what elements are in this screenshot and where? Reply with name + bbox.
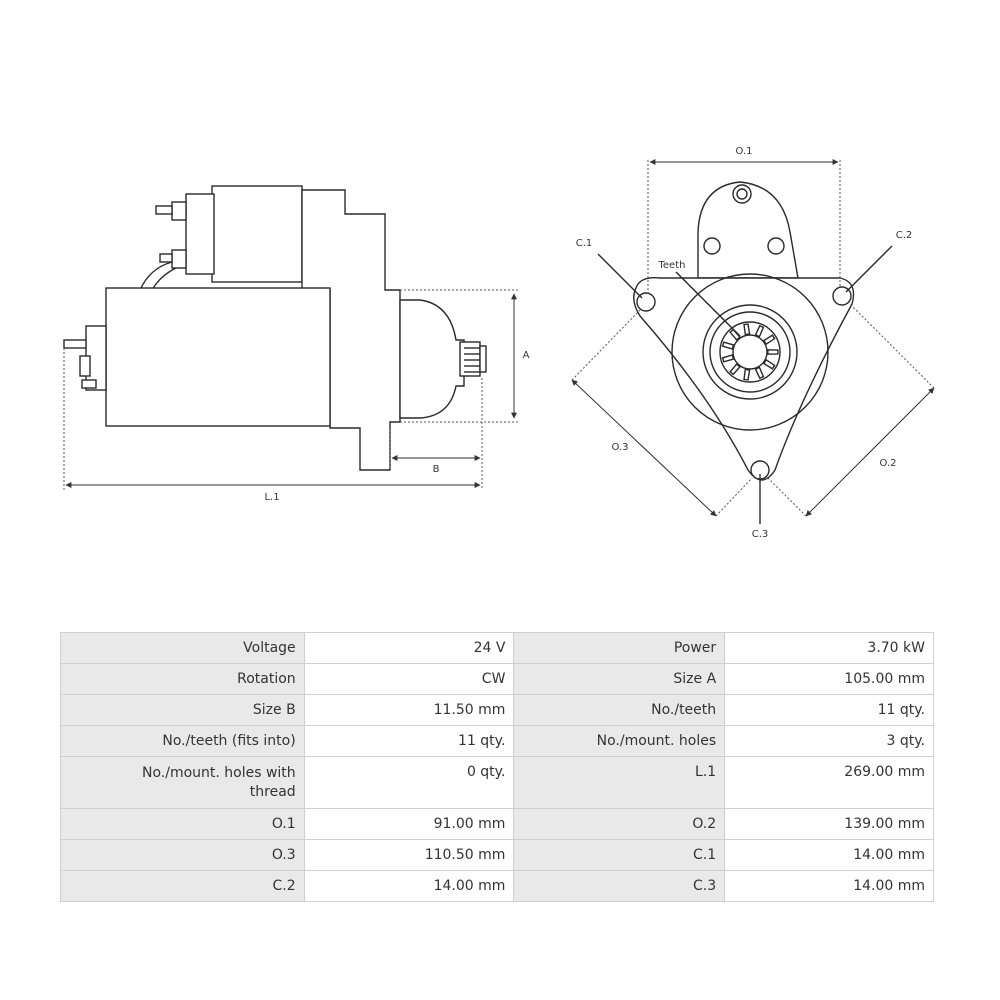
spec-value: 11 qty. bbox=[724, 694, 934, 726]
spec-label: No./mount. holes with thread bbox=[60, 756, 305, 809]
technical-drawing: A B L.1 O.1 bbox=[63, 146, 935, 540]
gear-tooth bbox=[767, 349, 779, 355]
spec-row: No./teeth (fits into)11 qty.No./mount. h… bbox=[60, 725, 934, 757]
spec-label: Rotation bbox=[60, 663, 305, 695]
label-b: B bbox=[433, 464, 440, 475]
label-l1: L.1 bbox=[264, 492, 279, 503]
label-teeth: Teeth bbox=[658, 260, 686, 271]
front-dimensions: O.1 O.3 O.2 C.1 C.2 C.3 Teeth bbox=[571, 146, 935, 540]
spec-label: Power bbox=[513, 632, 726, 664]
spec-label: Size B bbox=[60, 694, 305, 726]
spec-label: C.1 bbox=[513, 839, 726, 871]
gear-tooth bbox=[762, 358, 776, 370]
spec-label: C.3 bbox=[513, 870, 726, 902]
label-o1: O.1 bbox=[735, 146, 752, 157]
gear-tooth bbox=[762, 334, 776, 346]
gear-teeth bbox=[721, 323, 779, 381]
spec-label: Voltage bbox=[60, 632, 305, 664]
spec-value: 91.00 mm bbox=[303, 808, 515, 840]
gear-tooth bbox=[754, 366, 765, 380]
gear-tooth bbox=[743, 368, 751, 381]
label-c3: C.3 bbox=[752, 529, 769, 540]
gear-tooth bbox=[743, 323, 751, 336]
spec-value: 105.00 mm bbox=[724, 663, 934, 695]
spec-value: 269.00 mm bbox=[724, 756, 934, 809]
spec-value: 11 qty. bbox=[303, 725, 515, 757]
spec-value: 0 qty. bbox=[303, 756, 515, 809]
spec-value: 14.00 mm bbox=[303, 870, 515, 902]
gear-tooth bbox=[729, 363, 741, 376]
spec-label: No./teeth bbox=[513, 694, 726, 726]
spec-label: L.1 bbox=[513, 756, 726, 809]
spec-label: Size A bbox=[513, 663, 726, 695]
spec-label: No./teeth (fits into) bbox=[60, 725, 305, 757]
spec-value: 11.50 mm bbox=[303, 694, 515, 726]
spec-value: 3 qty. bbox=[724, 725, 934, 757]
spec-value: CW bbox=[303, 663, 515, 695]
spec-value: 14.00 mm bbox=[724, 870, 934, 902]
spec-value: 110.50 mm bbox=[303, 839, 515, 871]
label-o2: O.2 bbox=[879, 458, 896, 469]
side-dimensions: A B L.1 bbox=[63, 289, 530, 503]
spec-label: O.3 bbox=[60, 839, 305, 871]
spec-label: O.2 bbox=[513, 808, 726, 840]
spec-label: No./mount. holes bbox=[513, 725, 726, 757]
spec-label: C.2 bbox=[60, 870, 305, 902]
starter-front-view bbox=[633, 181, 855, 481]
label-a: A bbox=[523, 350, 530, 361]
label-c2: C.2 bbox=[896, 230, 913, 241]
spec-label: O.1 bbox=[60, 808, 305, 840]
label-c1: C.1 bbox=[576, 238, 593, 249]
gear-tooth bbox=[721, 341, 735, 350]
spec-value: 24 V bbox=[303, 632, 515, 664]
gear-tooth bbox=[754, 324, 765, 338]
spec-value: 14.00 mm bbox=[724, 839, 934, 871]
gear-tooth bbox=[721, 354, 735, 363]
spec-value: 3.70 kW bbox=[724, 632, 934, 664]
spec-value: 139.00 mm bbox=[724, 808, 934, 840]
starter-side-view bbox=[63, 185, 487, 471]
label-o3: O.3 bbox=[611, 442, 628, 453]
